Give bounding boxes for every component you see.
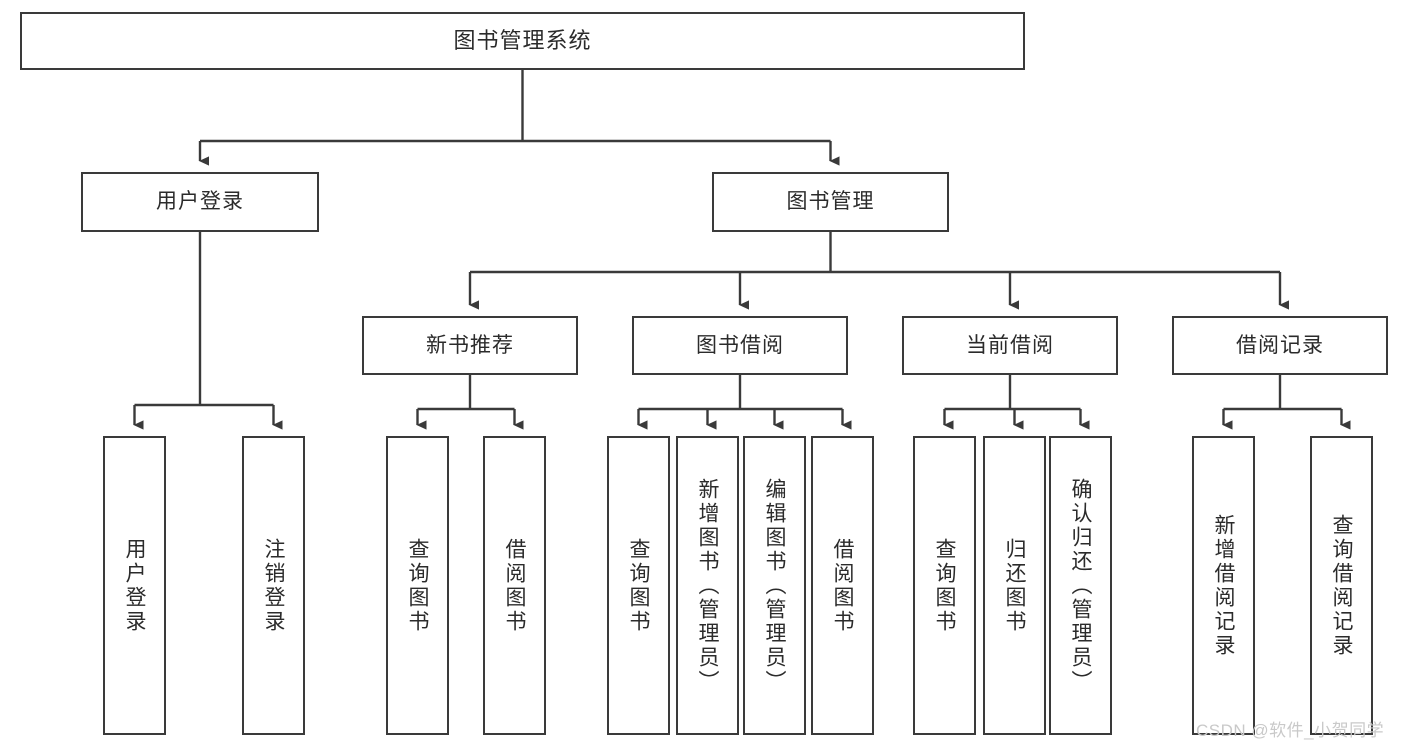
node-label: 查询图书 [933, 537, 957, 634]
node-leaf-confirm-return[interactable]: 确认归还（管理员） [1049, 436, 1112, 735]
node-new-book-rec[interactable]: 新书推荐 [362, 316, 578, 375]
node-leaf-query-book-2[interactable]: 查询图书 [607, 436, 670, 735]
node-label: 图书借阅 [696, 333, 784, 357]
node-label: 用户登录 [123, 537, 147, 634]
node-leaf-borrow-book-2[interactable]: 借阅图书 [811, 436, 874, 735]
node-book-manage[interactable]: 图书管理 [712, 172, 949, 232]
node-label: 当前借阅 [966, 333, 1054, 357]
node-leaf-edit-book[interactable]: 编辑图书（管理员） [743, 436, 806, 735]
node-book-borrow[interactable]: 图书借阅 [632, 316, 848, 375]
node-leaf-query-book-3[interactable]: 查询图书 [913, 436, 976, 735]
node-label: 查询图书 [627, 537, 651, 634]
node-label: 借阅图书 [831, 537, 855, 634]
node-label: 图书管理系统 [453, 27, 592, 53]
node-root[interactable]: 图书管理系统 [20, 12, 1025, 70]
node-leaf-borrow-book-1[interactable]: 借阅图书 [483, 436, 546, 735]
node-leaf-return-book[interactable]: 归还图书 [983, 436, 1046, 735]
node-borrow-record[interactable]: 借阅记录 [1172, 316, 1388, 375]
node-leaf-logout[interactable]: 注销登录 [242, 436, 305, 735]
node-label: 用户登录 [156, 190, 244, 214]
node-label: 借阅图书 [503, 537, 527, 634]
node-user-login[interactable]: 用户登录 [81, 172, 319, 232]
node-label: 确认归还（管理员） [1069, 477, 1093, 694]
node-label: 新增图书（管理员） [696, 477, 720, 694]
node-label: 查询图书 [406, 537, 430, 634]
node-leaf-user-login[interactable]: 用户登录 [103, 436, 166, 735]
node-label: 注销登录 [262, 537, 286, 634]
node-label: 图书管理 [786, 190, 875, 214]
node-label: 编辑图书（管理员） [763, 477, 787, 694]
node-leaf-query-book-1[interactable]: 查询图书 [386, 436, 449, 735]
node-leaf-add-book[interactable]: 新增图书（管理员） [676, 436, 739, 735]
node-leaf-add-record[interactable]: 新增借阅记录 [1192, 436, 1255, 735]
node-label: 新增借阅记录 [1212, 513, 1236, 658]
node-label: 归还图书 [1003, 537, 1027, 634]
node-leaf-query-record[interactable]: 查询借阅记录 [1310, 436, 1373, 735]
node-label: 新书推荐 [426, 333, 514, 357]
node-label: 查询借阅记录 [1330, 513, 1354, 658]
node-label: 借阅记录 [1236, 333, 1324, 357]
node-current-borrow[interactable]: 当前借阅 [902, 316, 1118, 375]
